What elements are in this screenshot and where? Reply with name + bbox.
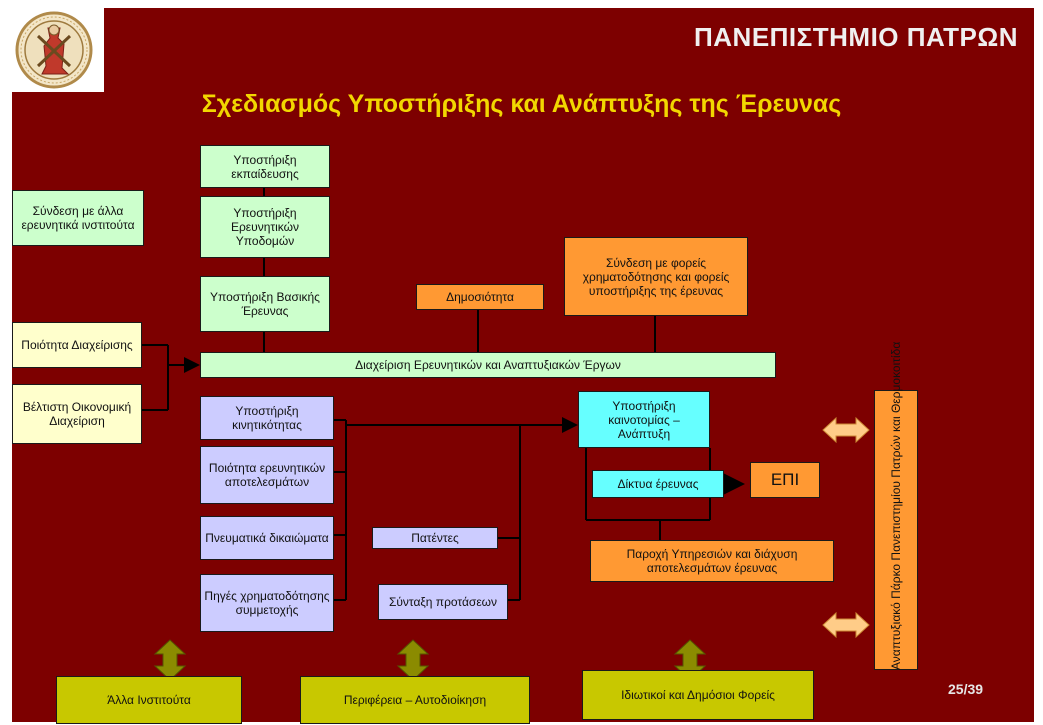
- slide-subtitle: Σχεδιασμός Υποστήριξης και Ανάπτυξης της…: [201, 90, 842, 118]
- science-park-label: Αναπτυξιακό Πάρκο Πανεπιστημίου Πατρών κ…: [889, 341, 903, 670]
- box-support-education: Υποστήριξη εκπαίδευσης: [200, 145, 330, 188]
- slide-background: [12, 92, 1034, 722]
- header-band: ΠΑΝΕΠΙΣΤΗΜΙΟ ΠΑΤΡΩΝ: [104, 8, 1034, 92]
- box-project-management: Διαχείριση Ερευνητικών και Αναπτυξιακών …: [200, 352, 776, 378]
- page-number: 25/39: [948, 681, 984, 697]
- box-science-park: Αναπτυξιακό Πάρκο Πανεπιστημίου Πατρών κ…: [874, 341, 918, 670]
- box-publicity: Δημοσιότητα: [416, 284, 544, 310]
- box-quality-management: Ποιότητα Διαχείρισης: [12, 322, 142, 368]
- box-research-quality: Ποιότητα ερευνητικών αποτελεσμάτων: [200, 446, 334, 504]
- box-support-basic-research: Υποστήριξη Βασικής Έρευνας: [200, 276, 330, 332]
- box-intellectual-property: Πνευματικά δικαιώματα: [200, 516, 334, 560]
- box-support-innovation: Υποστήριξη καινοτομίας – Ανάπτυξη: [578, 391, 710, 448]
- university-name: ΠΑΝΕΠΙΣΤΗΜΙΟ ΠΑΤΡΩΝ: [693, 22, 1018, 52]
- box-research-networks: Δίκτυα έρευνας: [592, 470, 724, 498]
- box-economic-management: Βέλτιστη Οικονομική Διαχείριση: [12, 384, 142, 444]
- box-link-other-institutes: Σύνδεση με άλλα ερευνητικά ινστιτούτα: [12, 190, 144, 246]
- box-link-funding-bodies: Σύνδεση με φορείς χρηματοδότησης και φορ…: [564, 237, 748, 316]
- university-seal-icon: [8, 8, 104, 92]
- double-arrow-icon: [822, 416, 870, 639]
- box-support-mobility: Υποστήριξη κινητικότητας: [200, 396, 334, 440]
- box-epi: ΕΠΙ: [750, 462, 820, 498]
- box-other-institutes: Άλλα Ινστιτούτα: [56, 676, 242, 724]
- box-private-public: Ιδιωτικοί και Δημόσιοι Φορείς: [582, 670, 814, 720]
- box-funding-sources: Πηγές χρηματοδότησης συμμετοχής: [200, 574, 334, 632]
- box-proposal-writing: Σύνταξη προτάσεων: [378, 584, 508, 620]
- box-patents: Πατέντες: [372, 527, 498, 549]
- box-services-results: Παροχή Υπηρεσιών και διάχυση αποτελεσμάτ…: [590, 540, 834, 582]
- box-periphery: Περιφέρεια – Αυτοδιοίκηση: [300, 676, 530, 724]
- box-support-infrastructure: Υποστήριξη Ερευνητικών Υποδομών: [200, 196, 330, 258]
